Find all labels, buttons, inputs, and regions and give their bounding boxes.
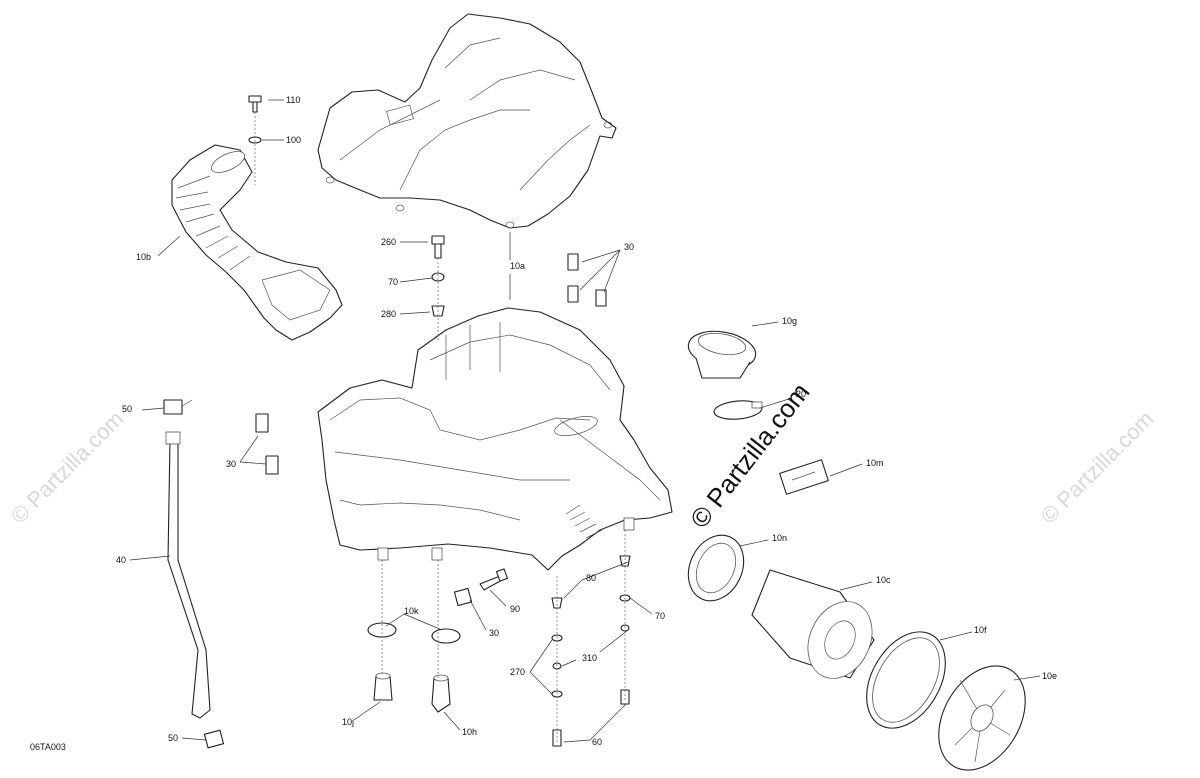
watermark-main: © Partzilla.com bbox=[684, 377, 816, 534]
callout-10f: 10f bbox=[974, 625, 987, 635]
leader-lines bbox=[129, 99, 1041, 743]
o-ring-part-10f bbox=[866, 631, 946, 729]
callout-10h: 10h bbox=[462, 727, 477, 737]
callout-270: 270 bbox=[510, 667, 525, 677]
o-ring-part-10n bbox=[687, 534, 745, 602]
diagram-code: 06TA003 bbox=[30, 742, 66, 752]
oil-tank-housing bbox=[317, 307, 673, 571]
bolt-part-90 bbox=[479, 568, 509, 591]
nut-part-80-right bbox=[619, 555, 631, 567]
callout-110: 110 bbox=[286, 95, 300, 105]
oil-filter-part-10c bbox=[751, 569, 875, 679]
clip-group-part-30-right bbox=[567, 253, 607, 307]
callout-60: 60 bbox=[592, 737, 602, 747]
callout-10b: 10b bbox=[136, 252, 151, 262]
callout-10m: 10m bbox=[866, 458, 884, 468]
clip-group-part-30-left bbox=[255, 413, 279, 475]
callout-90: 90 bbox=[510, 604, 520, 614]
callout-310: 310 bbox=[582, 653, 597, 663]
hose-clip-part-50-top bbox=[163, 399, 193, 415]
callout-10j: 10j bbox=[342, 717, 354, 727]
callout-70-top: 70 bbox=[388, 277, 398, 287]
watermark-left: © Partzilla.com bbox=[6, 406, 129, 529]
callout-20: 20 bbox=[796, 389, 806, 399]
callout-10a: 10a bbox=[510, 261, 525, 271]
callout-10e: 10e bbox=[1042, 671, 1057, 681]
callout-50-top: 50 bbox=[122, 404, 132, 414]
callout-10c: 10c bbox=[876, 575, 891, 585]
clamp-part-20 bbox=[713, 400, 763, 420]
washer-part-70-top bbox=[431, 272, 445, 282]
upper-cover-part-10a bbox=[317, 13, 617, 229]
bolt-part-60-right bbox=[620, 689, 630, 705]
callout-30-top: 30 bbox=[624, 242, 634, 252]
label-decal-part-10m bbox=[779, 459, 829, 495]
callout-10k: 10k bbox=[404, 606, 419, 616]
callout-50-bottom: 50 bbox=[168, 733, 178, 743]
callout-70-right: 70 bbox=[655, 611, 665, 621]
callout-labels: 110 100 10b 260 10a 70 280 30 10g 50 20 … bbox=[116, 95, 1057, 747]
callout-10n: 10n bbox=[772, 533, 787, 543]
nut-part-80-left bbox=[551, 597, 563, 609]
callout-280: 280 bbox=[381, 309, 396, 319]
boot-part-10g bbox=[687, 330, 757, 379]
screw-part-110 bbox=[248, 95, 262, 113]
bolt-part-260 bbox=[431, 235, 445, 259]
callout-260: 260 bbox=[381, 237, 396, 247]
callout-100: 100 bbox=[286, 135, 301, 145]
filter-cover-part-10e bbox=[938, 665, 1026, 771]
clip-part-30-bottom bbox=[453, 587, 473, 607]
hose-clip-part-50-bottom bbox=[203, 729, 225, 749]
callout-40: 40 bbox=[116, 555, 126, 565]
callout-30-bottom: 30 bbox=[489, 628, 499, 638]
callout-10g: 10g bbox=[782, 316, 797, 326]
breather-tube-part-40 bbox=[165, 431, 211, 719]
cap-part-10h bbox=[431, 674, 451, 713]
callout-80: 80 bbox=[586, 573, 596, 583]
watermark-right: © Partzilla.com bbox=[1036, 406, 1159, 529]
fastener-stack bbox=[551, 555, 631, 747]
intake-hose-part-10b bbox=[171, 144, 343, 341]
callout-30-left: 30 bbox=[226, 459, 236, 469]
cap-part-10j bbox=[373, 672, 393, 701]
